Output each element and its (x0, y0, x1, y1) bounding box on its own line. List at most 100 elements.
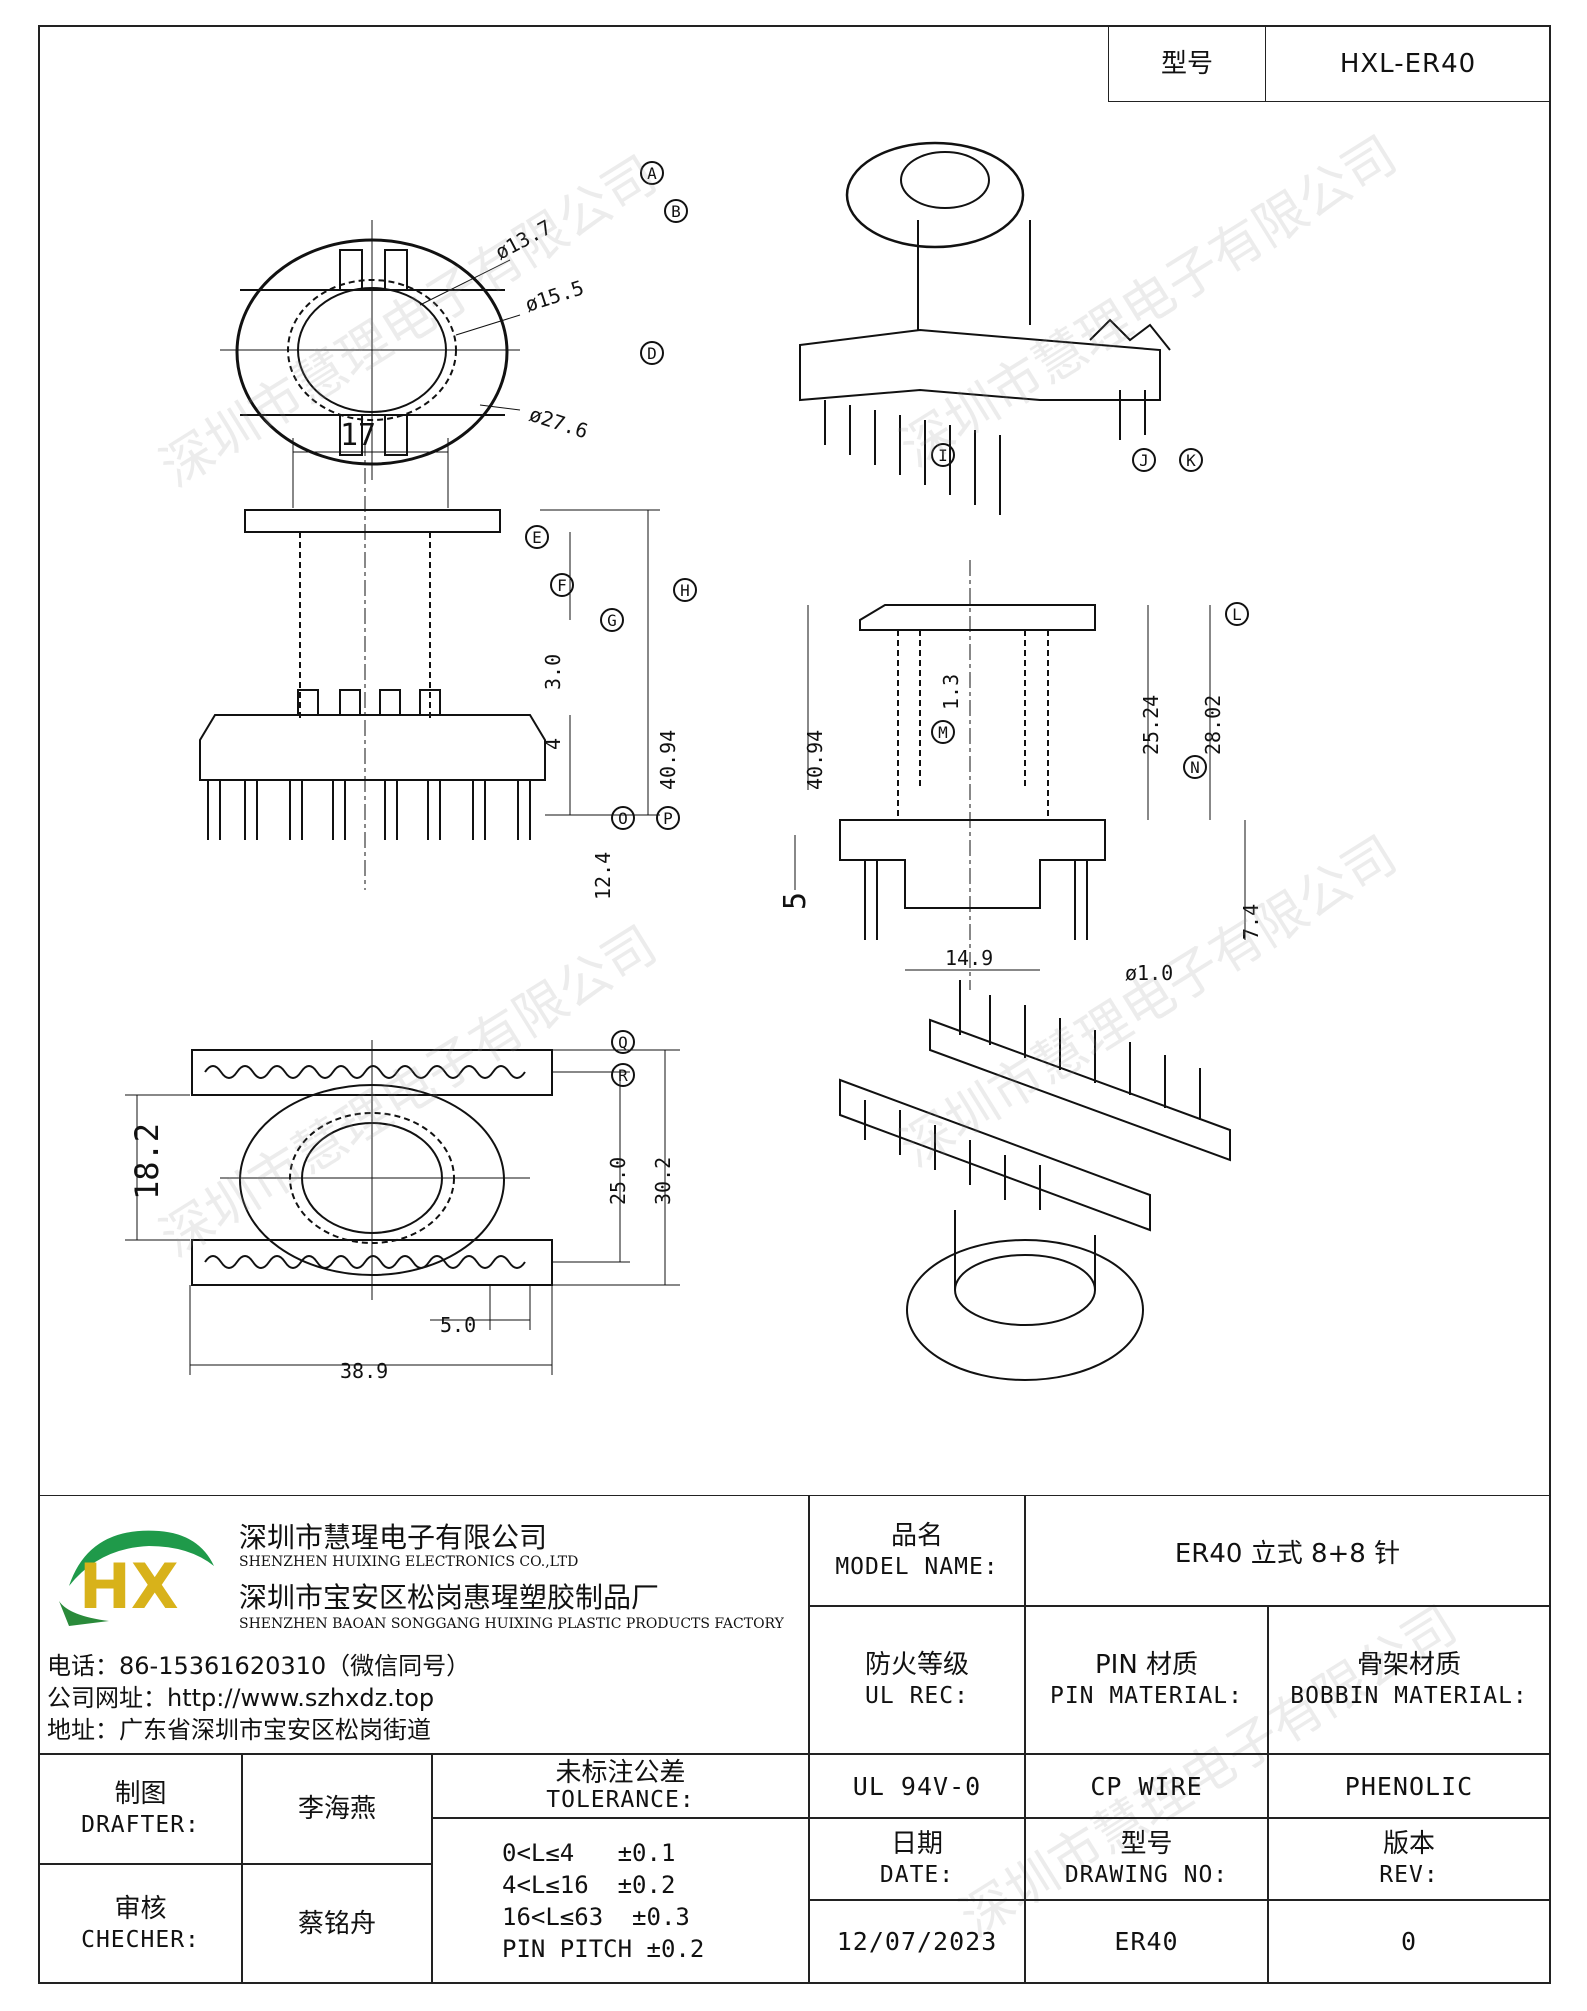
ul-value-cell: UL 94V-0 (808, 1753, 1026, 1819)
pin-en: PIN MATERIAL: (1049, 1683, 1243, 1709)
ref-circle-q (611, 1030, 635, 1054)
pin-cn: PIN 材质 (1094, 1650, 1199, 1680)
ref-letter-k: K (1186, 451, 1196, 470)
ref-circle-h (673, 578, 697, 602)
dim-side-h2: 28.02 (1201, 695, 1225, 755)
dim-bottom-pitch: 5.0 (440, 1313, 476, 1337)
ref-letter-h: H (680, 581, 690, 600)
bobbin-label-cell: 骨架材质 BOBBIN MATERIAL: (1267, 1605, 1551, 1755)
ref-circle-m (931, 720, 955, 744)
ref-letter-q: Q (618, 1033, 628, 1052)
tolerance-line-3: 16<L≤63 ±0.3 (502, 1902, 690, 1931)
dim-side-h1: 25.24 (1139, 695, 1163, 755)
ref-circle-j (1132, 448, 1156, 472)
drafter-en: DRAFTER: (81, 1812, 200, 1838)
company-name-en: SHENZHEN HUIXING ELECTRONICS CO.,LTD (239, 1554, 579, 1570)
ref-circle-e (525, 525, 549, 549)
drafter-cn: 制图 (114, 1779, 167, 1809)
ref-letter-n: N (1190, 758, 1200, 777)
dim-bottom-h2: 30.2 (651, 1157, 675, 1205)
model-name-value: ER40 立式 8+8 针 (1174, 1538, 1401, 1569)
model-name-en: MODEL NAME: (835, 1554, 999, 1580)
date-value-cell: 12/07/2023 (808, 1899, 1026, 1984)
tolerance-values-cell: 0<L≤4 ±0.1 4<L≤16 ±0.2 16<L≤63 ±0.3 PIN … (431, 1817, 810, 1984)
drafter-name: 李海燕 (297, 1794, 376, 1824)
checker-en: CHECHER: (81, 1926, 200, 1953)
header-type-label-cell: 型号 (1108, 25, 1266, 102)
tolerance-line-1: 0<L≤4 ±0.1 (502, 1838, 676, 1867)
checker-name-cell: 蔡铭舟 (241, 1863, 433, 1984)
model-name-value-cell: ER40 立式 8+8 针 (1024, 1495, 1551, 1607)
ref-letter-g: G (607, 611, 617, 630)
ul-value: UL 94V-0 (852, 1771, 982, 1801)
bobbin-3d-upper (799, 141, 1171, 515)
model-name-cn: 品名 (890, 1521, 943, 1551)
front-view (199, 438, 660, 890)
ref-circle-o (611, 806, 635, 830)
tolerance-line-4: PIN PITCH ±0.2 (502, 1934, 705, 1963)
date-label-cell: 日期 DATE: (808, 1817, 1026, 1901)
ul-en: UL REC: (865, 1683, 969, 1709)
rev-label-cell: 版本 REV: (1267, 1817, 1551, 1901)
dim-top-d1: ø13.7 (491, 215, 555, 264)
dim-front-g: 12.4 (591, 852, 615, 900)
checker-cn: 审核 (114, 1893, 167, 1924)
ref-letter-o: O (618, 809, 628, 828)
header-type-value: HXL-ER40 (1339, 48, 1477, 79)
checker-label-cell: 审核 CHECHER: (38, 1863, 243, 1984)
ref-circle-n (1183, 755, 1207, 779)
ref-circle-i (931, 443, 955, 467)
pin-value-cell: CP WIRE (1024, 1753, 1269, 1819)
side-view (794, 560, 1246, 990)
company-address: 地址：广东省深圳市宝安区松岗街道 (47, 1716, 431, 1744)
ref-letter-a: A (647, 164, 657, 183)
pin-label-cell: PIN 材质 PIN MATERIAL: (1024, 1605, 1269, 1755)
date-value: 12/07/2023 (836, 1927, 998, 1956)
company-website: 公司网址：http://www.szhxdz.top (47, 1684, 435, 1712)
ref-letter-m: M (938, 723, 948, 742)
bobbin-value-cell: PHENOLIC (1267, 1753, 1551, 1819)
company-phone: 电话：86-15361620310（微信同号） (47, 1652, 471, 1680)
company-name-cn: 深圳市慧瑆电子有限公司 (239, 1521, 548, 1554)
drawing-value: ER40 (1114, 1927, 1179, 1956)
bobbin-value: PHENOLIC (1344, 1771, 1474, 1801)
ref-letter-p: P (663, 809, 673, 828)
top-view (220, 220, 521, 480)
dim-top-d2: ø15.5 (522, 275, 587, 316)
pin-value: CP WIRE (1090, 1771, 1203, 1801)
dim-side-pin: ø1.0 (1125, 961, 1173, 985)
header-type-label: 型号 (1160, 48, 1213, 79)
rev-cn: 版本 (1382, 1829, 1435, 1859)
drawing-en: DRAWING NO: (1064, 1862, 1229, 1888)
ref-circle-k (1179, 448, 1203, 472)
dim-front-e: 3.0 (541, 654, 565, 690)
ref-circle-l (1225, 602, 1249, 626)
bottom-view (125, 1040, 680, 1375)
date-en: DATE: (879, 1862, 955, 1888)
ref-circle-f (550, 573, 574, 597)
header-type-value-cell: HXL-ER40 (1265, 25, 1551, 102)
bobbin-cn: 骨架材质 (1356, 1650, 1461, 1680)
ref-circle-b (664, 199, 688, 223)
ul-label-cell: 防火等级 UL REC: (808, 1605, 1026, 1755)
technical-drawing: ø13.7 ø15.5 ø27.6 (125, 141, 1263, 1383)
drafter-label-cell: 制图 DRAFTER: (38, 1753, 243, 1865)
ref-letter-j: J (1139, 451, 1149, 470)
tolerance-en: TOLERANCE: (546, 1787, 695, 1813)
ref-letter-d: D (647, 344, 657, 363)
tolerance-label-cell: 未标注公差 TOLERANCE: (431, 1753, 810, 1819)
drawing-value-cell: ER40 (1024, 1899, 1269, 1984)
bobbin-en: BOBBIN MATERIAL: (1290, 1683, 1528, 1709)
ref-circle-p (656, 806, 680, 830)
dim-front-f: 4 (541, 738, 565, 750)
bobbin-3d-lower (839, 980, 1231, 1381)
dim-bottom-length: 38.9 (340, 1359, 388, 1383)
dim-side-bottom: 7.4 (1239, 904, 1263, 940)
rev-value: 0 (1400, 1927, 1418, 1956)
factory-name-cn: 深圳市宝安区松岗惠瑆塑胶制品厂 (239, 1581, 660, 1614)
date-cn: 日期 (890, 1829, 943, 1859)
rev-en: REV: (1379, 1862, 1439, 1888)
company-box: HX 深圳市慧瑆电子有限公司 SHENZHEN HUIXING ELECTRON… (38, 1495, 810, 1755)
ref-circle-a (640, 161, 664, 185)
